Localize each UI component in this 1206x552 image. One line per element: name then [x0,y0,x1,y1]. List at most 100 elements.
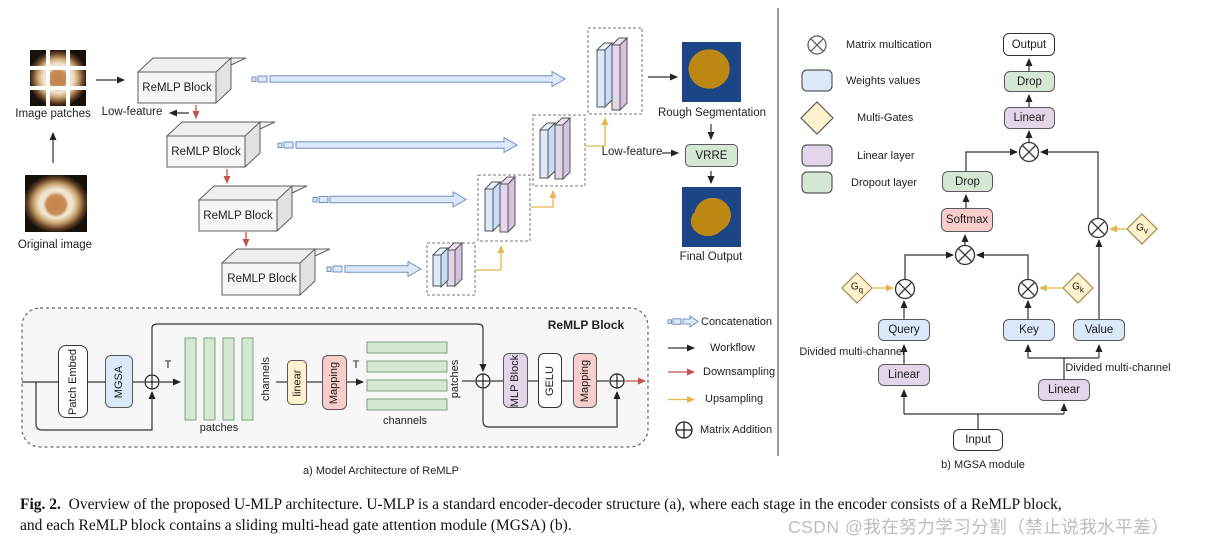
figure-number: Fig. 2. [20,496,61,513]
mlp-block-box: MLP Block [503,353,528,408]
gelu-label: GELU [544,365,556,396]
mgsa-input-label: Input [965,434,991,446]
matrix-addition-icons [144,373,625,390]
mgsa-drop-top-label: Drop [1017,75,1042,88]
image-patches-grid [30,50,86,106]
mgsa-output-label: Output [1011,38,1047,51]
mgsa-gate-arrows [873,225,1126,292]
final-output-image [682,187,741,247]
low-feature-decoder-label: Low-feature [601,146,663,158]
concatenation-arrow-icon [667,315,699,328]
legend-a-icons [667,315,699,439]
plus-circle-icon [675,421,693,439]
yellow-diamond-icon [800,101,834,135]
gelu-box: GELU [538,353,562,408]
linear-label: linear [291,369,303,396]
encoder-block-4-label: ReMLP Block [227,273,297,285]
green-rect-icon [801,171,833,194]
legend-b-matrix-multication: Matrix multication [846,39,932,51]
low-feature-encoder-label: Low-feature [101,106,163,118]
original-image-label: Original image [17,239,93,251]
original-image [25,175,87,232]
mapping-2-label: Mapping [579,359,592,402]
mgsa-value-box: Value [1073,319,1125,341]
channels-label-2: channels [382,415,428,427]
image-patches-label: Image patches [15,108,91,120]
matrix-multiplication-icons [894,141,1109,300]
mapping-box-2: Mapping [573,353,597,408]
mgsa-input-box: Input [953,429,1003,451]
mgsa-drop-left-box: Drop [942,171,993,192]
decoder-stages [426,27,643,296]
mapping-box-1: Mapping [322,355,347,410]
mgsa-label: MGSA [113,365,125,398]
patch-channel-bars [184,337,448,421]
mgsa-linear-right-box: Linear [1038,379,1090,401]
mlp-block-label: MLP Block [509,354,522,407]
blue-rect-icon [801,69,833,92]
mapping-1-label: Mapping [328,361,341,404]
final-output-label: Final Output [679,251,743,263]
mgsa-query-box: Query [878,319,930,341]
legend-b-linear-layer: Linear layer [857,150,915,162]
encoder-block-2-label: ReMLP Block [171,146,241,158]
encoder-block-1-label: ReMLP Block [142,82,212,94]
divided-multi-channel-right: Divided multi-channel [1065,362,1171,374]
legend-b-weights-values: Weights values [846,75,921,87]
upsampling-arrows [475,117,609,271]
panel-b-caption: b) MGSA module [941,459,1025,471]
gate-k-label: Gk [1072,281,1084,295]
mgsa-query-label: Query [888,324,920,336]
mgsa-key-label: Key [1019,324,1039,336]
concatenation-arrows [251,70,567,278]
mgsa-linear-right-label: Linear [1048,384,1080,396]
transpose-label-2: T [352,359,360,371]
mgsa-linear-top-box: Linear [1004,107,1055,129]
remlp-detail-wires [22,323,621,431]
workflow-arrows [49,73,715,184]
mgsa-softmax-box: Softmax [941,208,993,232]
downsampling-arrows [192,105,250,247]
csdn-watermark: CSDN @我在努力学习分割（禁止说我水平差） [788,517,1170,537]
mgsa-linear-left-label: Linear [888,369,920,381]
gate-v-label: Gv [1136,222,1148,236]
patch-embed-label: Patch Embed [67,348,80,415]
legend-a-downsampling: Downsampling [703,366,776,378]
legend-a-workflow: Workflow [710,342,756,354]
legend-b-dropout-layer: Dropout layer [851,177,918,189]
figure-caption-line1: Fig. 2. Overview of the proposed U-MLP a… [20,496,1062,513]
channels-label-1: channels [260,356,272,402]
gate-q-label: Gq [850,281,864,295]
legend-b-icons [800,35,834,194]
rough-segmentation-label: Rough Segmentation [657,107,767,119]
vrre-label: VRRE [695,149,728,162]
purple-rect-icon [801,144,833,167]
mgsa-drop-left-label: Drop [955,175,980,188]
divided-multi-channel-left: Divided multi-channel [799,346,905,358]
mgsa-linear-left-box: Linear [878,364,930,386]
legend-a-upsampling: Upsampling [705,393,764,405]
legend-b-multi-gates: Multi-Gates [857,112,914,124]
patches-label-2: patches [449,359,461,399]
mgsa-softmax-label: Softmax [945,214,989,226]
mgsa-box: MGSA [105,355,133,408]
mgsa-value-label: Value [1084,324,1114,336]
otimes-circle-icon [807,35,827,55]
mgsa-output-box: Output [1003,33,1055,56]
linear-box: linear [287,360,307,405]
mgsa-key-box: Key [1003,319,1055,341]
figure-caption: Fig. 2. Overview of the proposed U-MLP a… [20,494,1200,536]
mgsa-drop-top-box: Drop [1004,71,1055,92]
transpose-label-1: T [164,359,172,371]
patches-label-1: patches [199,422,239,434]
remlp-detail-title: ReMLP Block [547,318,625,332]
figure-caption-line2: and each ReMLP block contains a sliding … [20,517,572,534]
panel-a-caption: a) Model Architecture of ReMLP [303,465,459,477]
rough-segmentation-image [682,42,741,102]
mgsa-linear-top-label: Linear [1013,112,1046,124]
encoder-3d-boxes [136,56,331,297]
patch-embed-box: Patch Embed [58,345,88,418]
encoder-block-3-label: ReMLP Block [203,210,273,222]
mgsa-wires [900,58,1103,429]
